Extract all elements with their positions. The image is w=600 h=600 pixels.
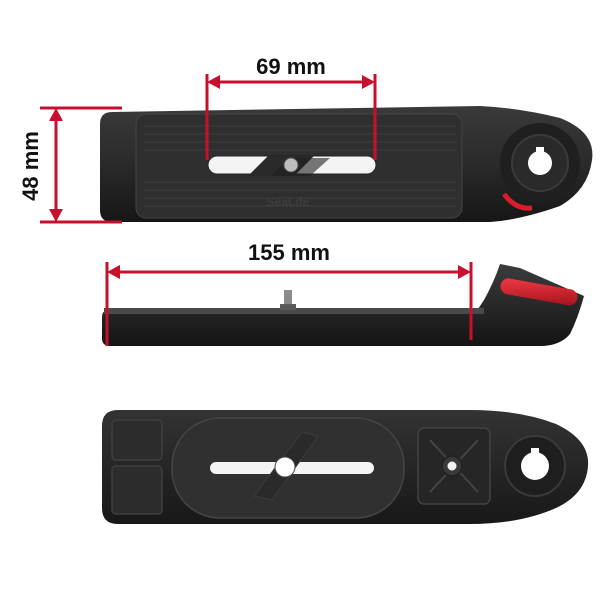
height-label: 48 mm bbox=[18, 131, 43, 201]
side-top-edge bbox=[104, 308, 484, 314]
side-screw bbox=[280, 290, 296, 310]
side-view-tray bbox=[102, 264, 584, 346]
bottom-knob bbox=[504, 435, 566, 497]
width-label: 69 mm bbox=[256, 54, 326, 79]
red-release-lever bbox=[500, 278, 578, 306]
dimension-width bbox=[205, 74, 377, 160]
bottom-left-pockets bbox=[111, 419, 163, 515]
bottom-view-tray bbox=[102, 410, 589, 524]
tray-body-side bbox=[102, 264, 584, 346]
bottom-bolt-wing bbox=[253, 431, 319, 501]
top-view-tray: SeaLife bbox=[100, 106, 593, 222]
grip-ridges bbox=[144, 125, 456, 207]
dimension-height bbox=[40, 106, 122, 224]
bottom-right-mechanism bbox=[417, 427, 491, 505]
dimension-length bbox=[105, 262, 473, 346]
quick-release-knob-top bbox=[500, 123, 580, 211]
brand-logo: SeaLife bbox=[267, 195, 310, 209]
slot-screw bbox=[248, 156, 330, 176]
length-label: 155 mm bbox=[248, 240, 330, 265]
